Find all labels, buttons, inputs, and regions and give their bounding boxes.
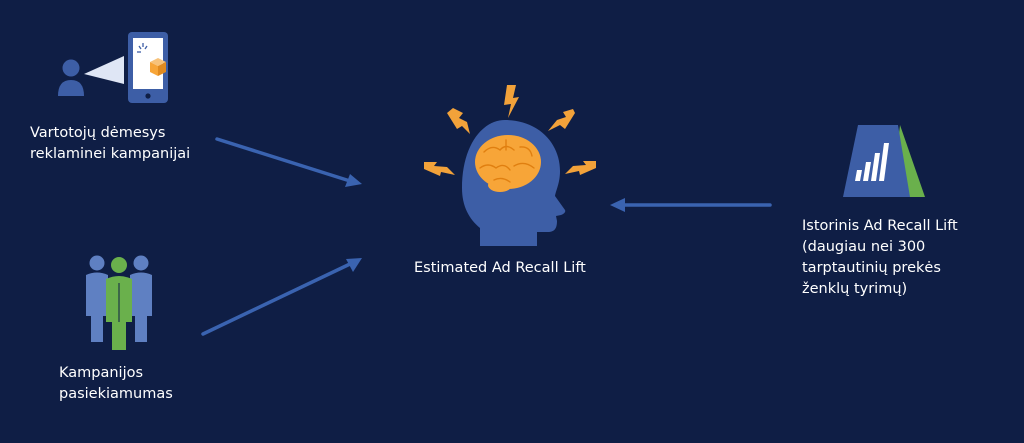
lightning-bolt-icon [548, 109, 575, 131]
lightning-bolts [424, 85, 596, 176]
brain-icon [475, 135, 541, 192]
lightning-bolt-icon [504, 85, 519, 118]
arrow-attention-to-center [215, 137, 362, 187]
person-phone-icon [58, 32, 168, 103]
lightning-bolt-icon [424, 162, 455, 176]
box-icon [150, 58, 166, 76]
arrow-historical-to-center [610, 198, 772, 212]
arrow-reach-to-center [201, 258, 362, 336]
lightning-bolt-icon [565, 161, 596, 175]
sparkle-icon [137, 43, 148, 53]
center-label: Estimated Ad Recall Lift [414, 260, 586, 276]
bar-chart-sign-icon [843, 125, 925, 197]
lightning-bolt-icon [447, 108, 470, 134]
historical-label: Istorinis Ad Recall Lift (daugiau nei 30… [802, 218, 958, 297]
brain-head-icon [462, 120, 566, 246]
people-group-icon [86, 255, 152, 350]
attention-label: Vartotojų dėmesys reklaminei kampanijai [30, 125, 191, 162]
reach-label: Kampanijos pasiekiamumas [59, 365, 173, 402]
